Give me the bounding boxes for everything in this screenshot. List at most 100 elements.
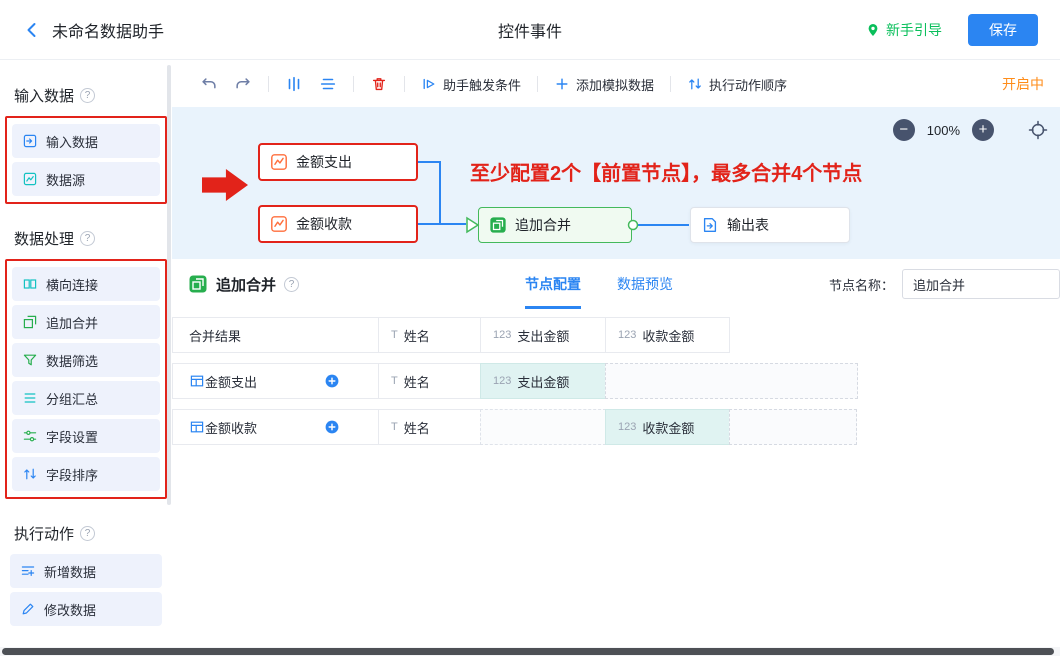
sidebar-item-label: 横向连接 <box>46 275 98 294</box>
sidebar-item-group-summary[interactable]: 分组汇总 <box>12 381 160 415</box>
status-badge[interactable]: 开启中 <box>1002 74 1044 94</box>
source-table-cell[interactable]: 金额收款 <box>172 409 379 445</box>
sidebar-item-label: 修改数据 <box>44 600 96 619</box>
section-title-text: 输入数据 <box>14 85 74 106</box>
zoom-controls: − 100% + <box>893 119 1048 141</box>
tab-label: 节点配置 <box>525 274 581 294</box>
zoom-out-button[interactable]: − <box>893 119 915 141</box>
header-cell: 123 收款金额 <box>605 317 730 353</box>
sidebar-item-data-source[interactable]: 数据源 <box>12 162 160 196</box>
section-title-actions: 执行动作 ? <box>14 523 172 544</box>
sidebar-item-horizontal-join[interactable]: 横向连接 <box>12 267 160 301</box>
toolbar-divider <box>268 76 269 92</box>
align-vertical-button[interactable] <box>285 75 303 93</box>
tab-data-preview[interactable]: 数据预览 <box>617 259 673 309</box>
field-type-glyph: 123 <box>618 421 636 433</box>
toolbar-divider <box>670 76 671 92</box>
sidebar-item-input-data[interactable]: 输入数据 <box>12 124 160 158</box>
back-button[interactable] <box>22 20 42 40</box>
output-table-icon <box>701 216 719 234</box>
node-name-label: 节点名称： <box>829 275 894 294</box>
node-name-input[interactable] <box>902 269 1060 299</box>
empty-field-placeholder <box>729 409 857 445</box>
chevron-left-icon <box>22 20 42 40</box>
flow-node-output-table[interactable]: 输出表 <box>690 207 850 243</box>
redo-button[interactable] <box>234 75 252 93</box>
tab-node-config[interactable]: 节点配置 <box>525 259 581 309</box>
table-row-income: 金额收款 T 姓名 123 收款金额 <box>172 409 1060 445</box>
tutorial-highlight-box: 输入数据 数据源 <box>5 116 167 204</box>
node-label: 输出表 <box>727 215 769 235</box>
filter-icon <box>22 352 38 368</box>
source-table-cell[interactable]: 金额支出 <box>172 363 379 399</box>
source-table-name: 金额收款 <box>205 418 257 437</box>
sidebar-scrollbar[interactable] <box>167 65 171 505</box>
node-label: 追加合并 <box>515 215 571 235</box>
field-cell[interactable]: T 姓名 <box>378 409 481 445</box>
sidebar-item-field-sort[interactable]: 字段排序 <box>12 457 160 491</box>
toolbar-divider <box>537 76 538 92</box>
field-name: 支出金额 <box>517 372 569 391</box>
header-label: 收款金额 <box>642 326 694 345</box>
empty-field-cell[interactable] <box>480 409 606 445</box>
field-settings-icon <box>22 428 38 444</box>
field-cell[interactable]: T 姓名 <box>378 363 481 399</box>
horizontal-lines-icon <box>319 75 337 93</box>
field-type-glyph: 123 <box>618 329 636 341</box>
horizontal-scrollbar[interactable] <box>0 647 1060 656</box>
plus-circle-icon <box>324 373 340 389</box>
add-field-button[interactable] <box>324 373 340 389</box>
trigger-condition-button[interactable]: 助手触发条件 <box>421 75 521 94</box>
sidebar-item-add-data[interactable]: 新增数据 <box>10 554 162 588</box>
table-row-expense: 金额支出 T 姓名 123 支出金额 <box>172 363 1060 399</box>
zoom-level: 100% <box>927 123 960 138</box>
sidebar-item-append-merge[interactable]: 追加合并 <box>12 305 160 339</box>
panel-node-title: 追加合并 <box>216 274 276 295</box>
field-cell-mapped[interactable]: 123 支出金额 <box>480 363 606 399</box>
flow-node-expense[interactable]: 金额支出 <box>258 143 418 181</box>
flow-node-append-merge[interactable]: 追加合并 <box>478 207 632 243</box>
sort-order-icon <box>687 76 703 92</box>
tutorial-highlight-box: 横向连接 追加合并 数据筛选 分组汇总 字段设置 字段排序 <box>5 259 167 499</box>
field-name: 姓名 <box>404 418 430 437</box>
help-icon[interactable]: ? <box>80 231 95 246</box>
undo-button[interactable] <box>200 75 218 93</box>
delete-button[interactable] <box>370 75 388 93</box>
sidebar-item-label: 字段排序 <box>46 465 98 484</box>
sidebar-item-label: 新增数据 <box>44 562 96 581</box>
beginner-guide-link[interactable]: 新手引导 <box>865 20 942 40</box>
save-button[interactable]: 保存 <box>968 14 1038 46</box>
align-horizontal-button[interactable] <box>319 75 337 93</box>
add-data-icon <box>20 563 36 579</box>
section-title-text: 数据处理 <box>14 228 74 249</box>
tutorial-arrow <box>202 169 248 201</box>
sidebar-item-modify-data[interactable]: 修改数据 <box>10 592 162 626</box>
topbar: 未命名数据助手 控件事件 新手引导 保存 <box>0 0 1060 60</box>
help-icon[interactable]: ? <box>284 277 299 292</box>
field-type-glyph: T <box>391 421 398 433</box>
action-order-button[interactable]: 执行动作顺序 <box>687 75 787 94</box>
scrollbar-thumb[interactable] <box>2 648 1054 655</box>
add-field-button[interactable] <box>324 419 340 435</box>
sidebar-item-field-settings[interactable]: 字段设置 <box>12 419 160 453</box>
vertical-lines-icon <box>285 75 303 93</box>
panel-tabs: 节点配置 数据预览 <box>525 259 673 309</box>
table-icon <box>189 373 205 389</box>
reset-position-icon[interactable] <box>1028 120 1048 140</box>
section-title-text: 执行动作 <box>14 523 74 544</box>
node-label: 金额支出 <box>296 152 352 172</box>
zoom-in-button[interactable]: + <box>972 119 994 141</box>
flow-node-income[interactable]: 金额收款 <box>258 205 418 243</box>
add-mock-data-button[interactable]: 添加模拟数据 <box>554 75 654 94</box>
help-icon[interactable]: ? <box>80 526 95 541</box>
help-icon[interactable]: ? <box>80 88 95 103</box>
field-name: 姓名 <box>404 372 430 391</box>
flow-canvas[interactable]: 金额支出 金额收款 追加合并 输出表 至少配置2个【前置节点 <box>172 107 1060 259</box>
action-order-label: 执行动作顺序 <box>709 75 787 94</box>
connector-arrow-icon <box>467 218 478 232</box>
field-cell-mapped[interactable]: 123 收款金额 <box>605 409 730 445</box>
sidebar-item-data-filter[interactable]: 数据筛选 <box>12 343 160 377</box>
field-type-glyph: T <box>391 329 398 341</box>
source-table-name: 金额支出 <box>205 372 257 391</box>
